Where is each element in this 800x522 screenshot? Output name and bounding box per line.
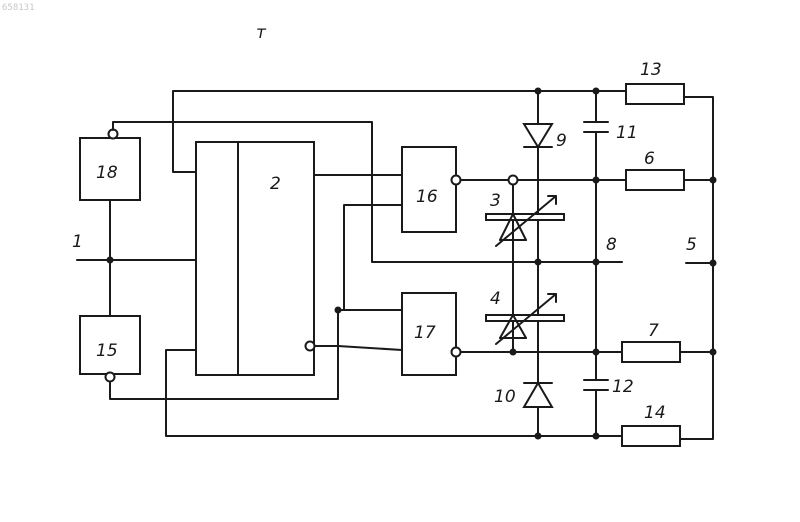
block-15-output-bubble [106,373,115,382]
block-17-output-bubble [452,348,461,357]
node-16-out-bubble [509,176,518,185]
diode-10 [524,383,552,407]
wire-right-bus [680,97,713,439]
junction-bot-538 [535,433,542,440]
label-12: 12 [612,377,634,397]
block-2-output-bubble [306,342,315,351]
junction-top-538 [535,88,542,95]
junction-input [107,257,114,264]
junction-bot-596 [593,433,600,440]
resistor-7 [622,342,680,362]
junction-right-7 [710,349,717,356]
junction-16-596 [593,177,600,184]
label-18: 18 [96,163,118,183]
label-4: 4 [490,289,501,309]
diode-9 [524,124,552,147]
label-6: 6 [644,149,655,169]
block-2 [196,142,314,375]
label-1: 1 [72,232,83,252]
label-11: 11 [616,123,638,143]
resistor-6 [626,170,684,190]
label-7: 7 [648,321,659,341]
block-16-output-bubble [452,176,461,185]
junction-top-596 [593,88,600,95]
junction-right-5 [710,260,717,267]
label-14: 14 [644,403,666,423]
watermark: 658131 [2,3,35,13]
label-2: 2 [270,174,281,194]
junction-17-596 [593,349,600,356]
label-5: 5 [686,235,697,255]
label-16: 16 [416,187,438,207]
resistor-13 [626,84,684,104]
wire-to-17-in [338,346,402,350]
junction-right-6 [710,177,717,184]
label-3: 3 [490,191,501,211]
resistor-14 [622,426,680,446]
label-8: 8 [606,235,617,255]
wire-18-to-node-8 [113,122,538,262]
junction-17-out [510,349,517,356]
label-10: 10 [494,387,516,407]
label-13: 13 [640,60,662,80]
label-15: 15 [96,341,118,361]
label-17: 17 [414,323,436,343]
header-mark: т [256,23,267,43]
label-9: 9 [556,131,567,151]
